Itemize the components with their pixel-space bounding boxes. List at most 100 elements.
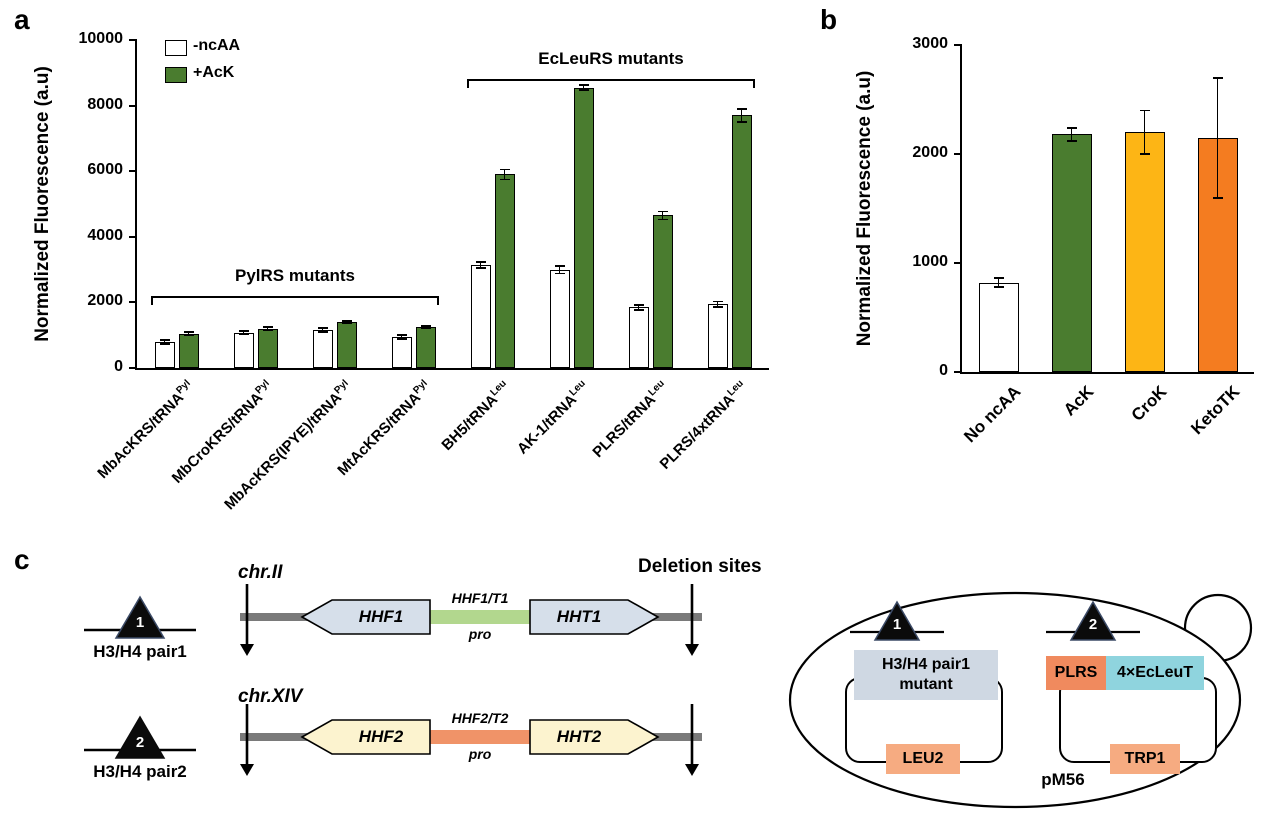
marker2-triangle-icon <box>114 715 166 759</box>
hhf2-t2-promoter-label: HHF2/T2 <box>451 710 509 726</box>
error-bar <box>740 108 743 122</box>
bracket <box>467 79 755 82</box>
error-bar-cap <box>238 329 249 332</box>
x-category-label: PLRS/tRNALeu <box>588 378 667 462</box>
h3h4-pair1-label: H3/H4 pair1 <box>93 642 187 661</box>
error-bar-cap <box>1139 153 1150 155</box>
y-tick-label: 2000 <box>87 292 123 310</box>
error-bar-cap <box>499 178 510 181</box>
plrs-label: PLRS <box>1054 664 1098 681</box>
bar <box>731 115 752 368</box>
bar <box>573 87 594 368</box>
error-bar-cap <box>475 266 486 269</box>
chrII-left-deletion-arrowhead-icon <box>240 644 254 656</box>
y-tick-label: 3000 <box>912 35 948 52</box>
error-bar-cap <box>554 264 565 267</box>
chrXIV-left-deletion-arrowhead-icon <box>240 764 254 776</box>
chrXIV-label: chr.XIV <box>238 686 303 707</box>
error-bar <box>1216 77 1219 198</box>
y-tick-label: 1000 <box>912 253 948 270</box>
panel-b-y-axis-label: Normalized Fluorescence (a.u) <box>854 70 875 347</box>
marker2-number: 2 <box>135 734 145 751</box>
bar <box>494 174 515 368</box>
error-bar-cap <box>396 337 407 340</box>
y-tick <box>129 39 137 41</box>
y-tick <box>954 44 962 46</box>
hhf1-gene-label: HHF1 <box>358 607 404 626</box>
error-bar-cap <box>633 304 644 306</box>
trp1-label: TRP1 <box>1124 750 1166 767</box>
error-bar-cap <box>657 218 668 221</box>
cell-marker2-number: 2 <box>1088 616 1098 633</box>
y-tick <box>129 235 137 238</box>
bracket-tick <box>151 295 153 305</box>
y-tick <box>954 153 962 155</box>
error-bar-cap <box>736 107 747 110</box>
hht2-gene-label: HHT2 <box>556 727 602 746</box>
bar <box>178 333 199 368</box>
bracket-label: EcLeuRS mutants <box>538 49 684 69</box>
error-bar <box>479 261 482 268</box>
hht2-gene-arrow <box>529 719 660 755</box>
error-bar-cap <box>578 89 589 92</box>
y-tick <box>129 367 137 369</box>
bar <box>391 336 412 368</box>
x-category-label: MbAcKRS(IPYE)/tRNAPyl <box>220 378 351 514</box>
error-bar-cap <box>262 329 273 332</box>
bracket-tick <box>467 79 469 89</box>
bar <box>154 341 175 368</box>
error-bar <box>1070 127 1073 141</box>
error-bar <box>716 301 719 307</box>
bracket-tick <box>753 79 755 89</box>
cell-marker1-triangle-icon <box>873 600 921 641</box>
bar <box>707 304 728 368</box>
panel-a-letter: a <box>14 4 30 35</box>
cell-marker2-triangle-icon <box>1069 600 1117 641</box>
hhf1-t1-promoter-label: HHF1/T1 <box>451 590 509 606</box>
legend-swatch <box>165 67 187 83</box>
error-bar-cap <box>712 300 723 303</box>
error-bar-cap <box>317 331 328 334</box>
bar <box>1051 134 1092 372</box>
leu2-label: LEU2 <box>902 750 944 767</box>
bar <box>233 332 254 368</box>
x-category-label: MbAcKRS/tRNAPyl <box>93 378 193 483</box>
error-bar-cap <box>183 334 194 337</box>
bar <box>336 322 357 368</box>
error-bar-cap <box>1139 109 1150 112</box>
plasmid-name-label: pM56 <box>1041 770 1085 789</box>
leu2-marker-box: LEU2 <box>886 744 960 774</box>
error-bar-cap <box>993 286 1004 288</box>
chrII-label: chr.II <box>238 562 283 583</box>
hhf1-t1-promoter-bar <box>428 610 532 624</box>
y-tick-label: 0 <box>939 362 948 379</box>
bar <box>549 269 570 368</box>
error-bar-cap <box>499 168 510 171</box>
x-category-label: AK-1/tRNALeu <box>513 378 588 458</box>
error-bar-cap <box>159 342 170 345</box>
x-category-label: PLRS/4xtRNALeu <box>656 378 746 473</box>
y-tick <box>954 371 962 373</box>
error-bar <box>997 278 1000 287</box>
error-bar-cap <box>736 121 747 123</box>
hht1-gene-arrow <box>529 599 660 635</box>
hhf2-t2-pro-label: pro <box>468 746 492 762</box>
bar <box>257 328 278 368</box>
error-bar-cap <box>420 327 431 330</box>
error-bar-cap <box>183 330 194 333</box>
legend-swatch <box>165 40 187 56</box>
y-tick <box>129 104 137 107</box>
bar <box>978 282 1019 372</box>
x-category-label: MtAcKRS/tRNAPyl <box>333 378 430 480</box>
error-bar-cap <box>993 277 1004 280</box>
hhf2-t2-promoter-bar <box>428 730 532 744</box>
error-bar-cap <box>633 308 644 311</box>
bar <box>415 327 436 368</box>
panel-b-letter: b <box>820 4 838 35</box>
error-bar <box>424 325 427 329</box>
y-tick <box>129 170 137 173</box>
legend-label: -ncAA <box>193 37 241 54</box>
bar <box>652 215 673 368</box>
